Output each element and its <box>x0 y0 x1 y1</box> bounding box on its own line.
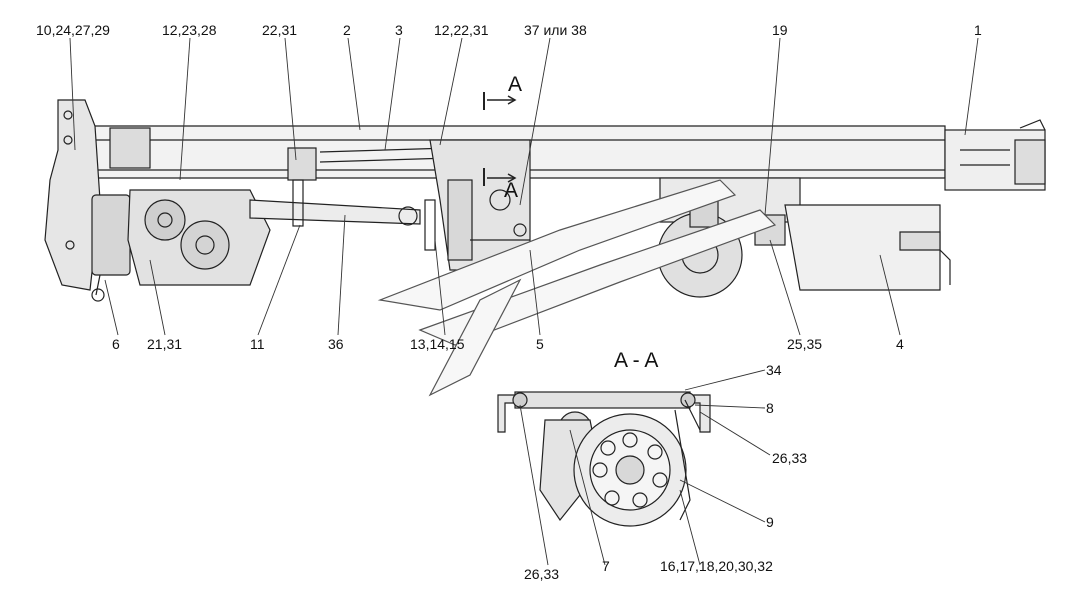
callout-label: 26,33 <box>772 450 808 466</box>
view-arrow <box>377 179 737 311</box>
callout-label: 22,31 <box>262 22 298 38</box>
callout-label: 13,14,15 <box>410 336 465 352</box>
chain <box>91 274 105 302</box>
clamp-left <box>287 147 317 181</box>
callout-label: 21,31 <box>147 336 183 352</box>
callout-label: 10,24,27,29 <box>36 22 110 38</box>
callout-label: 6 <box>112 336 120 352</box>
callout-label: 2 <box>343 22 351 38</box>
section-marker-top: A <box>508 73 523 96</box>
callout-label: 3 <box>395 22 403 38</box>
callout-label: 36 <box>328 336 344 352</box>
callout-label: 16,17,18,20,30,32 <box>660 558 773 574</box>
callout-label: 25,35 <box>787 336 823 352</box>
callout-label: 1 <box>974 22 982 38</box>
callout-label: 9 <box>766 514 774 530</box>
right-arm <box>784 204 941 291</box>
callout-label: 11 <box>250 336 265 352</box>
callout-label: 37 или 38 <box>524 22 587 38</box>
callout-label: 7 <box>602 558 610 574</box>
callout-label: 19 <box>772 22 788 38</box>
drive-shaft <box>249 199 421 225</box>
callout-label: 34 <box>766 362 782 378</box>
callout-label: 26,33 <box>524 566 560 582</box>
section-marker-bottom: A <box>504 179 519 202</box>
left-bracket <box>44 99 101 291</box>
callout-label: 4 <box>896 336 904 352</box>
callout-label: 12,23,28 <box>162 22 217 38</box>
left-cylinder <box>91 194 131 276</box>
left-housing <box>109 127 151 169</box>
callout-label: 8 <box>766 400 774 416</box>
section-view-title: A - A <box>614 349 659 372</box>
callout-label: 12,22,31 <box>434 22 489 38</box>
callout-label: 5 <box>536 336 544 352</box>
